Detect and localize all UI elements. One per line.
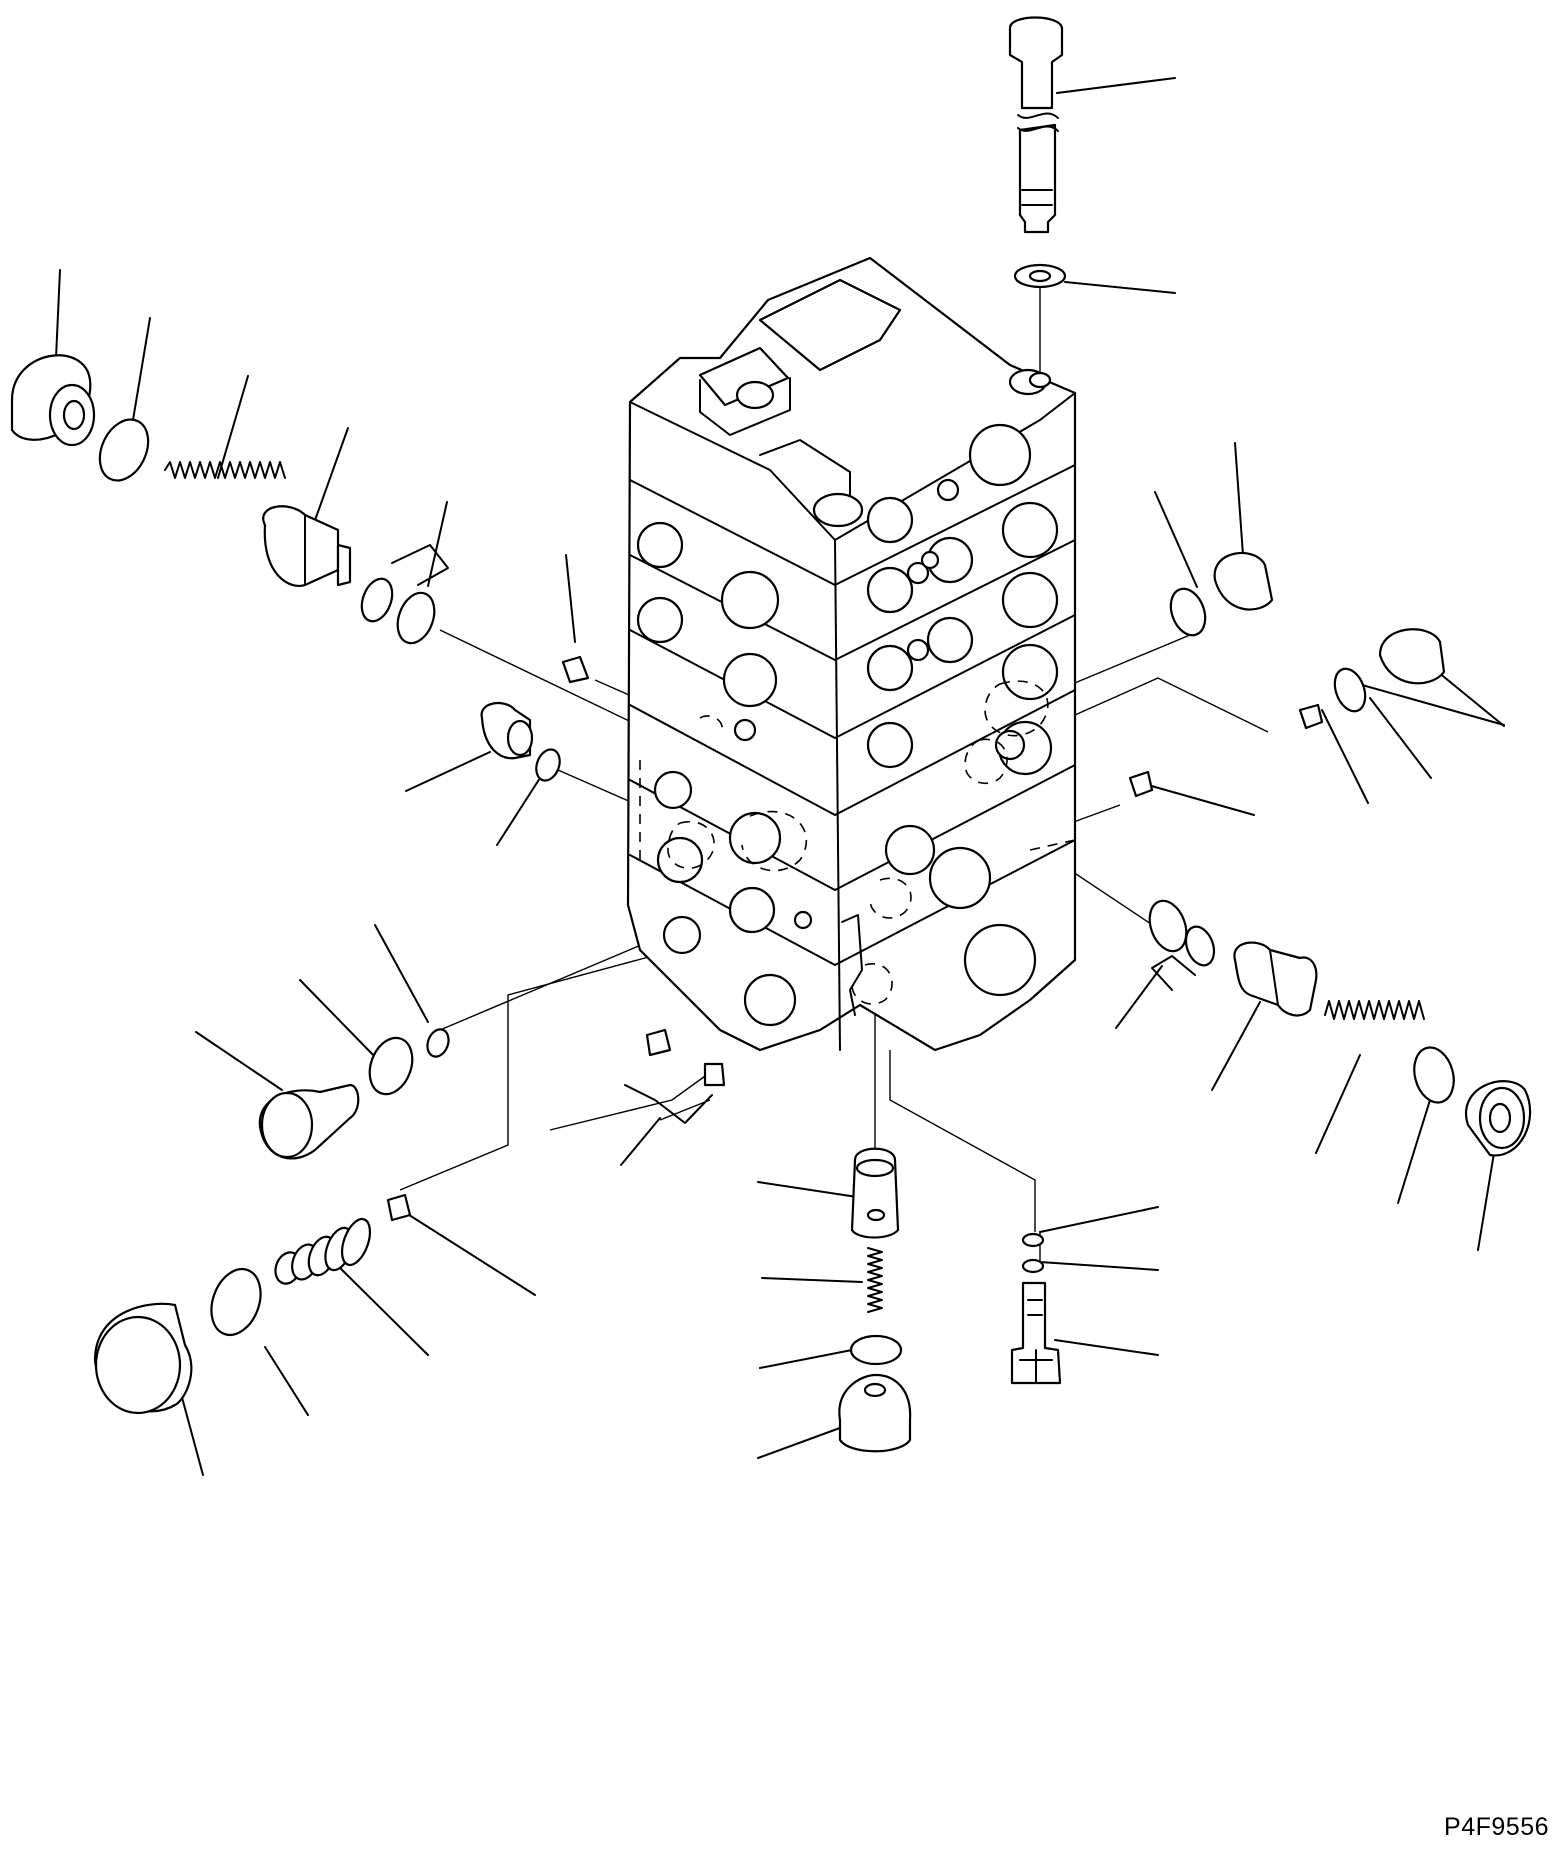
left-small-oring: [535, 748, 561, 782]
right-spring: [1324, 1000, 1425, 1020]
right-relief-valve: [1233, 941, 1318, 1017]
bracket-groups: [391, 544, 1196, 1124]
drawing-code: P4F9556: [1444, 1813, 1549, 1841]
valve-body: [626, 256, 1077, 1052]
left-relief-oring: [98, 418, 150, 482]
right-upper-oring: [1169, 587, 1207, 637]
left-relief-spring: [164, 461, 286, 479]
small-oring-top: [1021, 1232, 1045, 1248]
left-lower-plug: [258, 1083, 360, 1160]
left-small-plug: [480, 701, 534, 760]
large-plug: [93, 1302, 193, 1415]
right-plug: [1378, 628, 1446, 685]
large-oring: [210, 1267, 262, 1337]
check-plug: [838, 1373, 912, 1453]
left-lower-orifice: [386, 1193, 412, 1222]
right-plug-oring: [1333, 667, 1367, 713]
leader-lines: [54, 77, 1505, 1476]
adjust-screw: [1010, 1281, 1062, 1385]
right-oring-pair: [1148, 899, 1216, 967]
orifice-pair: [645, 1028, 726, 1087]
right-plug-oring-lower: [1413, 1046, 1455, 1104]
check-spring: [867, 1247, 883, 1313]
relief-bolt: [1008, 16, 1064, 234]
washer: [1013, 263, 1067, 289]
left-lower-oring: [368, 1036, 414, 1096]
check-valve-sleeve: [850, 1147, 900, 1239]
right-upper-plug: [1213, 551, 1274, 611]
right-orifice: [1298, 703, 1324, 730]
left-oring-pair: [360, 577, 436, 645]
left-relief-plug: [10, 354, 96, 447]
right-lower-plug: [1465, 1080, 1532, 1157]
top-orifice: [561, 655, 590, 684]
check-oring: [849, 1334, 903, 1366]
left-lower-oring-small: [426, 1028, 450, 1058]
large-spring: [274, 1217, 372, 1285]
center-orifice: [1128, 770, 1154, 798]
small-oring-bottom: [1021, 1258, 1045, 1274]
left-relief-valve: [262, 505, 352, 587]
